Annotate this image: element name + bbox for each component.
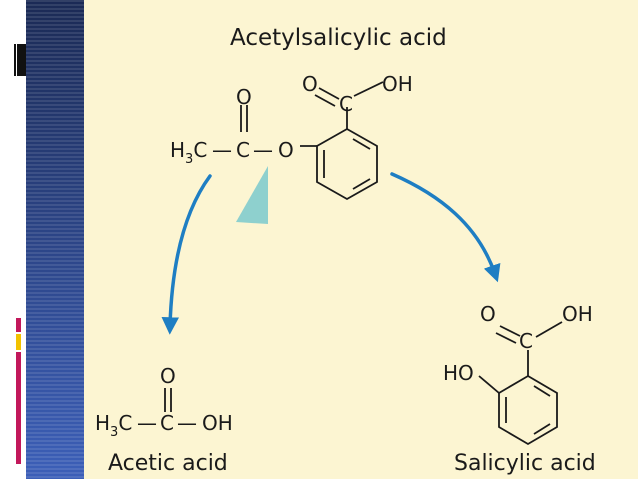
- salicylic-acid-structure: O C OH HO: [443, 302, 593, 446]
- aspirin-ester-oxygen: O: [278, 138, 294, 162]
- acetic-acid-name: Acetic acid: [108, 451, 228, 476]
- salicylic-acid-oh: OH: [562, 302, 593, 326]
- curved-arrow-icon: [161, 174, 212, 335]
- aspirin-acid-oh-bond: [353, 81, 384, 97]
- aspirin-structure: H3C — C — O O O C OH: [170, 72, 413, 201]
- sidebar-accent-yellow: [16, 334, 21, 350]
- aspirin-acid-carbon: C: [339, 92, 353, 116]
- curved-arrow-icon: [390, 172, 501, 283]
- aspirin-acid-oh: OH: [382, 72, 413, 96]
- slide-background: [84, 0, 638, 479]
- sidebar-accent-magenta-long: [16, 352, 21, 464]
- aspirin-bond-dash-1: —: [212, 138, 232, 162]
- aspirin-bond-dash-2: —: [253, 138, 273, 162]
- salicylic-acid-carbon: C: [519, 329, 533, 353]
- aspirin-benzene-ring: [240, 81, 384, 201]
- acetic-bond-dash-2: —: [177, 411, 197, 435]
- acetic-bond-dash-1: —: [137, 411, 157, 435]
- acetic-h3c-label: H3C: [95, 411, 132, 440]
- aspirin-acid-oxygen: O: [302, 72, 318, 96]
- salicylic-acid-oxygen: O: [480, 302, 496, 326]
- salicylic-benzene-ring: [478, 321, 563, 446]
- acetic-carbonyl-oxygen: O: [160, 364, 176, 388]
- acetic-oh-label: OH: [202, 411, 233, 435]
- acetic-acid-structure: O H3C — C — OH: [95, 364, 233, 440]
- molecule-title: Acetylsalicylic acid: [230, 25, 447, 51]
- salicylic-acid-name: Salicylic acid: [454, 451, 596, 476]
- decorative-sidebar: [0, 0, 84, 479]
- sidebar-black-bar: [17, 44, 26, 76]
- sidebar-accent-magenta: [16, 318, 21, 332]
- aspirin-h3c-label: H3C: [170, 138, 207, 167]
- aspirin-carbonyl-oxygen: O: [236, 85, 252, 109]
- teal-triangle-icon: [236, 166, 268, 224]
- acetic-carbonyl-carbon: C: [160, 411, 174, 435]
- aspirin-carbonyl-carbon: C: [236, 138, 250, 162]
- salicylic-ho-label: HO: [443, 361, 474, 385]
